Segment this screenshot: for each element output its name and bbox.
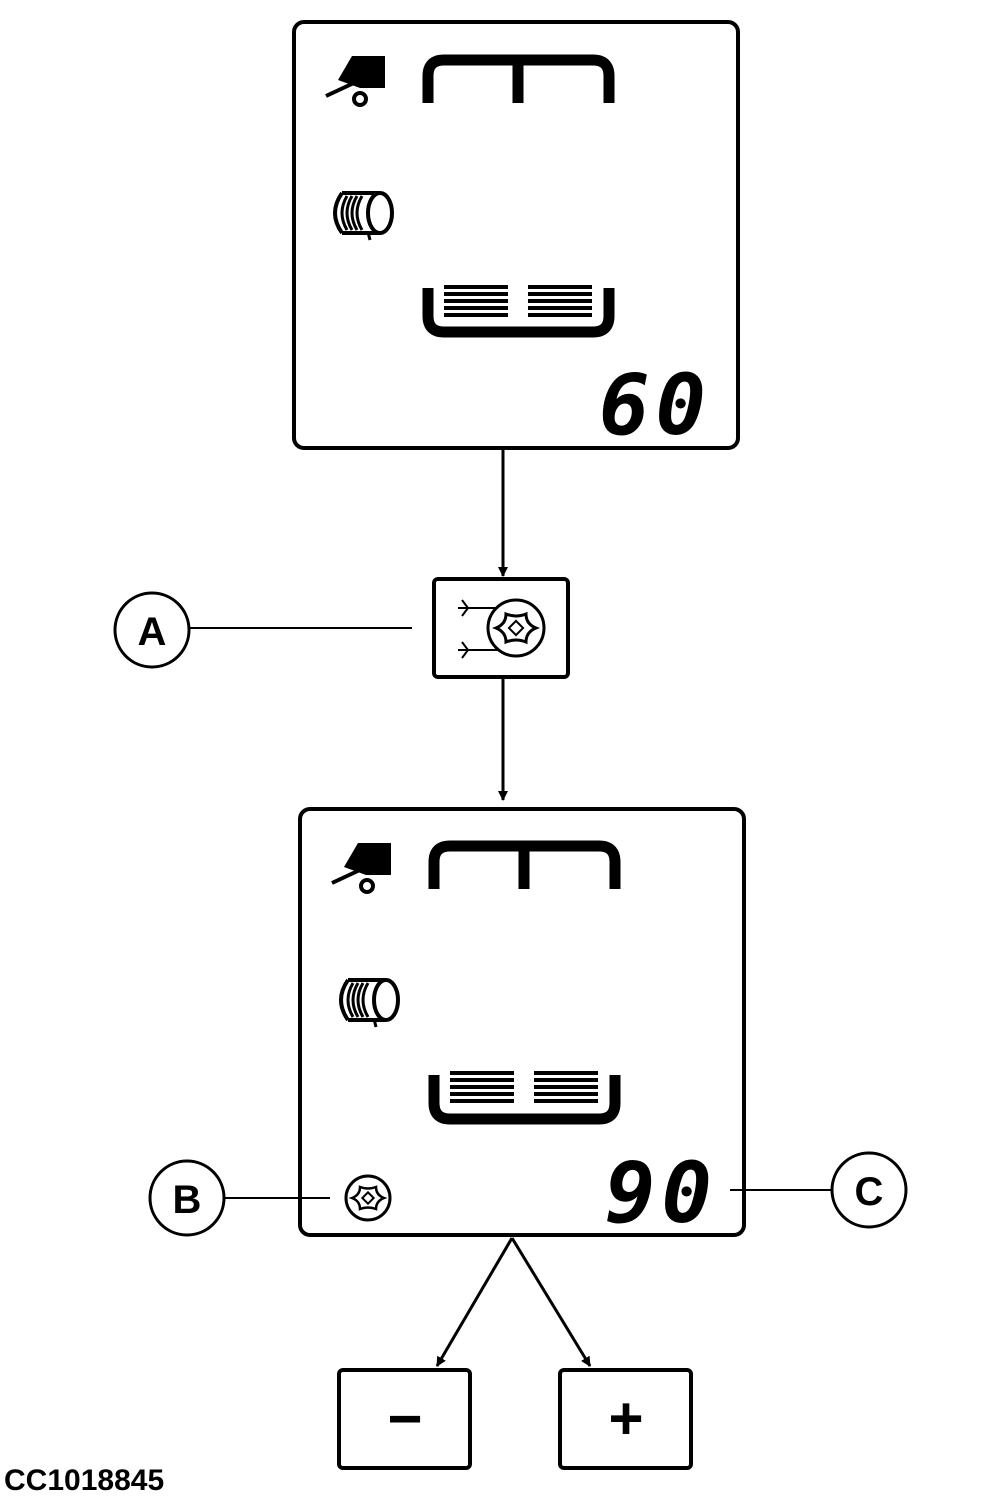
net-wrap-button[interactable] (432, 577, 570, 679)
pickup-bracket-icon (428, 840, 621, 889)
flow-arrow-plus (510, 1237, 592, 1367)
display-after: 90 (298, 807, 746, 1242)
figure-id: CC1018845 (4, 1464, 164, 1497)
bale-chamber-icon (428, 1071, 621, 1125)
baler-icon (325, 56, 385, 107)
net-wrap-indicator-icon (344, 1174, 392, 1222)
bale-icon (333, 191, 394, 241)
callout-a-label: A (138, 610, 167, 654)
bale-chamber-icon (422, 285, 615, 338)
display-value-after: 90 (605, 1144, 718, 1242)
display-before: 60 (292, 20, 740, 454)
callout-b: B (148, 1159, 330, 1237)
callout-c-label: C (855, 1170, 884, 1214)
bale-icon (339, 978, 400, 1028)
net-wrap-button-icon (458, 598, 546, 659)
display-value-before: 60 (599, 356, 712, 454)
pickup-bracket-icon (422, 54, 615, 103)
plus-button[interactable]: + (558, 1368, 693, 1470)
minus-button-label: − (387, 1385, 422, 1452)
callout-c: C (730, 1151, 908, 1229)
callout-b-label: B (173, 1178, 202, 1222)
baler-icon (331, 843, 391, 894)
plus-button-label: + (608, 1385, 643, 1452)
callout-a: A (113, 591, 412, 669)
minus-button[interactable]: − (337, 1368, 472, 1470)
flow-arrow-minus (435, 1237, 514, 1367)
